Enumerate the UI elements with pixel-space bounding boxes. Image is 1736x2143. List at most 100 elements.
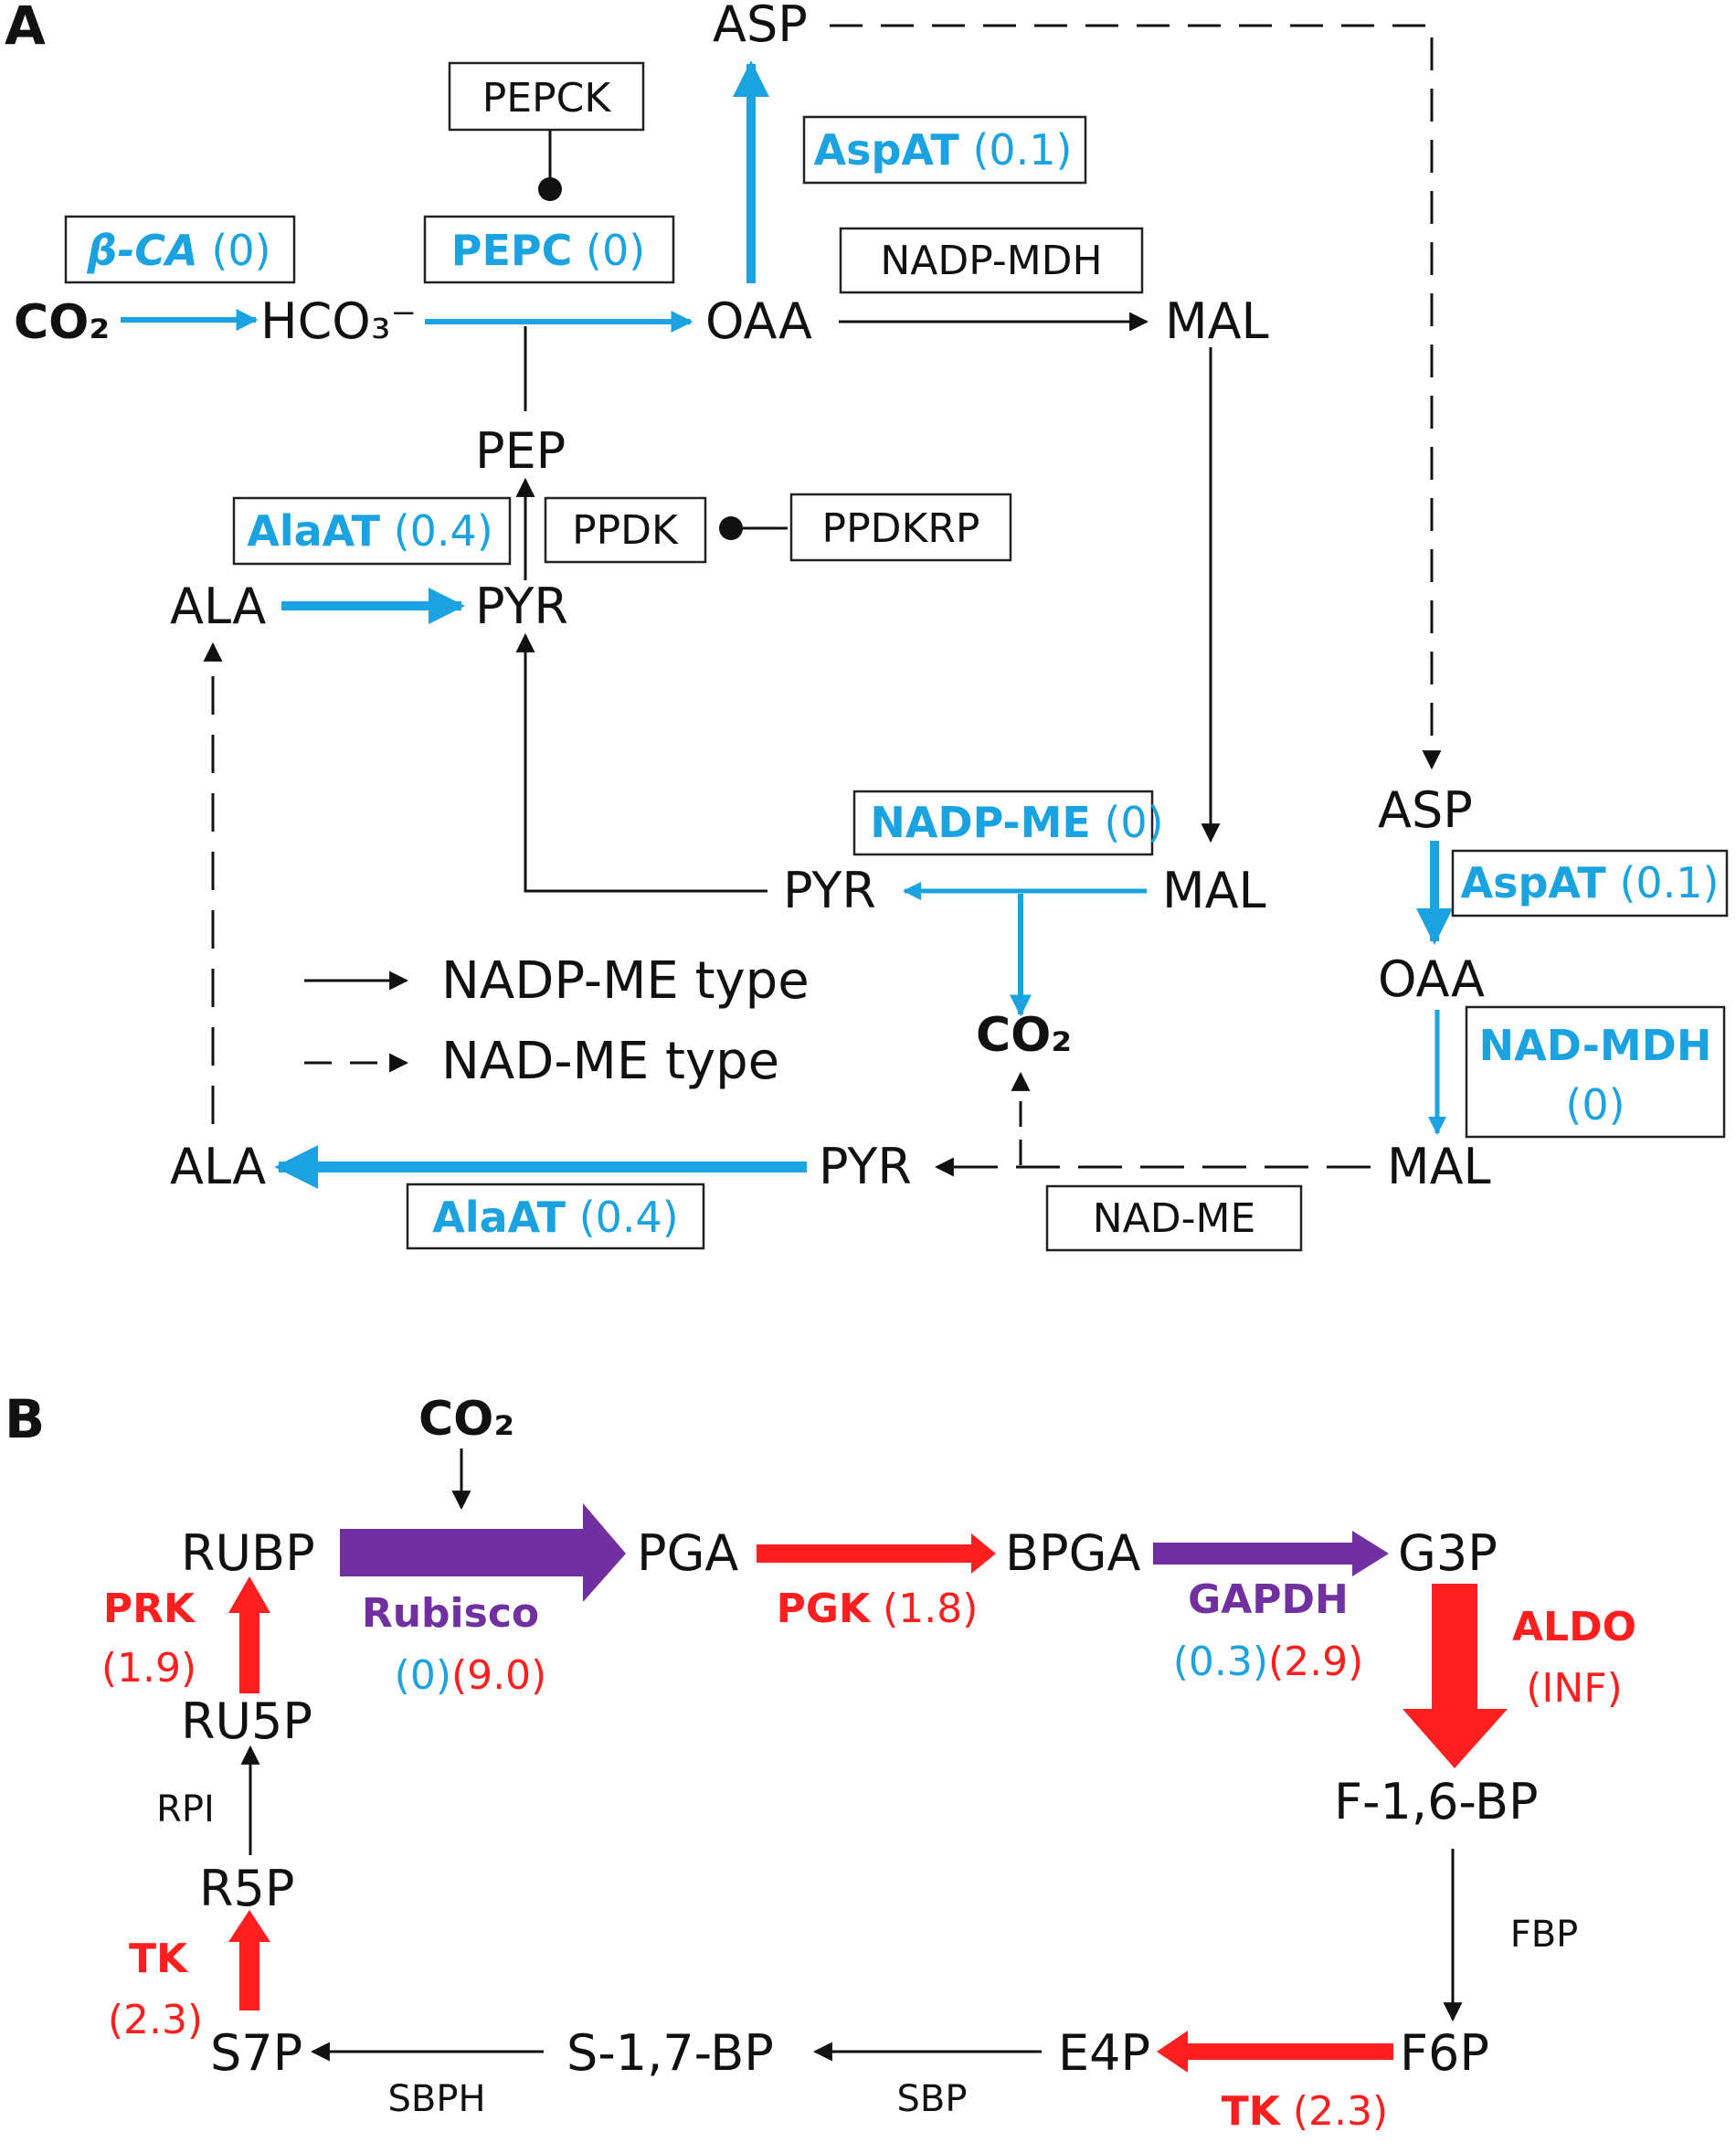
pgk-name: PGK <box>777 1586 872 1632</box>
metabolite-asp-top: ASP <box>713 0 808 53</box>
metabolite-f6p: F6P <box>1400 2024 1489 2082</box>
aspat-top-value: (0.1) <box>972 125 1072 175</box>
arrow-asp-top-asp-right <box>830 24 1442 770</box>
pepc-label: PEPC (0) <box>451 226 645 275</box>
metabolite-g3p: G3P <box>1398 1524 1498 1582</box>
tk-left-name: TK <box>129 1936 189 1982</box>
arrow-f6p-e4p <box>1157 2031 1393 2073</box>
aldo-value: (INF) <box>1526 1665 1623 1712</box>
alaat-lower-name: AlaAT <box>432 1193 566 1242</box>
metabolite-s17bp: S-1,7-BP <box>566 2024 774 2082</box>
arrow-pyr-mid-pyr-upper <box>515 632 767 893</box>
metabolite-pga: PGA <box>637 1524 738 1582</box>
metabolite-r5p: R5P <box>199 1860 294 1917</box>
arrow-s7p-r5p <box>228 1910 270 2010</box>
sbp-label: SBP <box>897 2078 968 2120</box>
arrow-rubp-pga <box>340 1503 626 1602</box>
nad-mdh-box <box>1465 1005 1726 1139</box>
panel-b-label: B <box>5 1388 45 1450</box>
pepck-inhibition-dot <box>538 177 562 201</box>
rubisco-values: (0)(9.0) <box>395 1652 547 1699</box>
pepc-name: PEPC <box>451 226 573 275</box>
prk-value: (1.9) <box>101 1645 196 1692</box>
gapdh-name: GAPDH <box>1188 1576 1349 1623</box>
prk-name: PRK <box>103 1586 196 1632</box>
beta-ca-name: β-CA <box>86 226 197 275</box>
rubisco-value-blue: (0) <box>395 1652 451 1699</box>
metabolite-mal-top: MAL <box>1165 292 1269 350</box>
arrow-bpga-g3p <box>1153 1531 1389 1576</box>
aspat-right-name: AspAT <box>1460 858 1606 907</box>
beta-ca-value: (0) <box>211 226 270 275</box>
gapdh-value-red: (2.9) <box>1268 1639 1363 1685</box>
alaat-lower-box <box>406 1183 705 1250</box>
metabolite-pep: PEP <box>475 422 566 480</box>
aldo-name: ALDO <box>1512 1604 1636 1650</box>
nadp-mdh-label: NADP-MDH <box>880 238 1102 284</box>
panel-a-metabolites: ASP CO₂ HCO₃⁻ OAA MAL PEP ALA PYR PYR MA… <box>14 0 1491 1195</box>
alaat-upper-name: AlaAT <box>247 506 380 556</box>
beta-ca-box <box>64 215 296 284</box>
metabolite-b-co2: CO₂ <box>418 1392 514 1447</box>
metabolite-co2-in: CO₂ <box>14 295 110 350</box>
pgk-value: (1.8) <box>883 1586 978 1632</box>
panel-b-metabolites: CO₂ RUBP PGA BPGA G3P RU5P R5P F-1,6-BP … <box>181 1392 1539 2082</box>
metabolite-e4p: E4P <box>1058 2024 1150 2082</box>
tk-bottom-label: TK (2.3) <box>1222 2088 1388 2135</box>
panel-a-arrows <box>121 24 1453 1189</box>
alaat-lower-label: AlaAT (0.4) <box>432 1193 679 1242</box>
metabolite-oaa-right: OAA <box>1378 950 1485 1008</box>
panel-a-enzyme-labels: PEPCK AspAT (0.1) β-CA (0) PEPC (0) NADP… <box>86 75 1719 1242</box>
metabolite-rubp: RUBP <box>181 1524 315 1582</box>
nadp-me-value: (0) <box>1104 798 1163 847</box>
nadp-mdh-box <box>839 227 1144 294</box>
nad-me-box <box>1045 1184 1303 1252</box>
arrow-g3p-f16bp <box>1403 1584 1508 1768</box>
pepck-box <box>448 61 645 132</box>
gapdh-values: (0.3)(2.9) <box>1173 1639 1364 1685</box>
aspat-top-label: AspAT (0.1) <box>813 125 1072 175</box>
nadp-me-name: NADP-ME <box>870 798 1090 847</box>
ppdk-label: PPDK <box>572 507 679 554</box>
arrow-pga-bpga <box>757 1533 996 1574</box>
metabolite-oaa-top: OAA <box>705 292 812 350</box>
aspat-right-value: (0.1) <box>1619 858 1719 907</box>
nad-me-label: NAD-ME <box>1093 1195 1256 1242</box>
metabolite-hco3: HCO₃⁻ <box>260 292 417 350</box>
metabolite-ru5p: RU5P <box>181 1692 312 1750</box>
metabolite-ala-upper: ALA <box>170 578 266 635</box>
metabolite-pyr-mid: PYR <box>783 862 876 919</box>
nad-mdh-value: (0) <box>1565 1080 1625 1130</box>
metabolite-mal-right: MAL <box>1387 1138 1491 1195</box>
beta-ca-label: β-CA (0) <box>86 226 270 275</box>
legend: NADP-ME type NAD-ME type <box>441 951 810 1091</box>
sbph-label: SBPH <box>387 2078 485 2120</box>
ppdk-box <box>544 496 707 564</box>
alaat-lower-value: (0.4) <box>579 1193 679 1242</box>
tk-bottom-value: (2.3) <box>1293 2088 1388 2135</box>
legend-solid-label: NADP-ME type <box>441 951 810 1011</box>
pepc-box <box>423 215 675 284</box>
nadp-me-label: NADP-ME (0) <box>870 798 1163 847</box>
metabolite-pyr-upper: PYR <box>475 578 568 635</box>
metabolite-bpga: BPGA <box>1005 1524 1140 1582</box>
alaat-upper-label: AlaAT (0.4) <box>247 506 493 556</box>
pepck-label: PEPCK <box>482 75 612 122</box>
panel-b-enzyme-labels: Rubisco (0)(9.0) PGK (1.8) GAPDH (0.3)(2… <box>101 1576 1636 2135</box>
tk-left-value: (2.3) <box>108 1997 203 2043</box>
aspat-right-label: AspAT (0.1) <box>1460 858 1719 907</box>
metabolite-ala-lower: ALA <box>170 1138 266 1195</box>
metabolite-pyr-lower: PYR <box>819 1138 912 1195</box>
ppdkrp-box <box>789 493 1012 562</box>
rpi-label: RPI <box>156 1788 215 1830</box>
pepc-value: (0) <box>586 226 645 275</box>
gapdh-value-blue: (0.3) <box>1173 1639 1268 1685</box>
metabolite-co2-out: CO₂ <box>976 1008 1072 1063</box>
metabolite-mal-mid: MAL <box>1162 862 1266 919</box>
aspat-top-box <box>802 115 1087 185</box>
panel-a-label: A <box>5 0 46 57</box>
metabolite-f16bp: F-1,6-BP <box>1334 1773 1539 1830</box>
rubisco-name: Rubisco <box>362 1590 539 1637</box>
legend-dashed-label: NAD-ME type <box>441 1032 779 1091</box>
